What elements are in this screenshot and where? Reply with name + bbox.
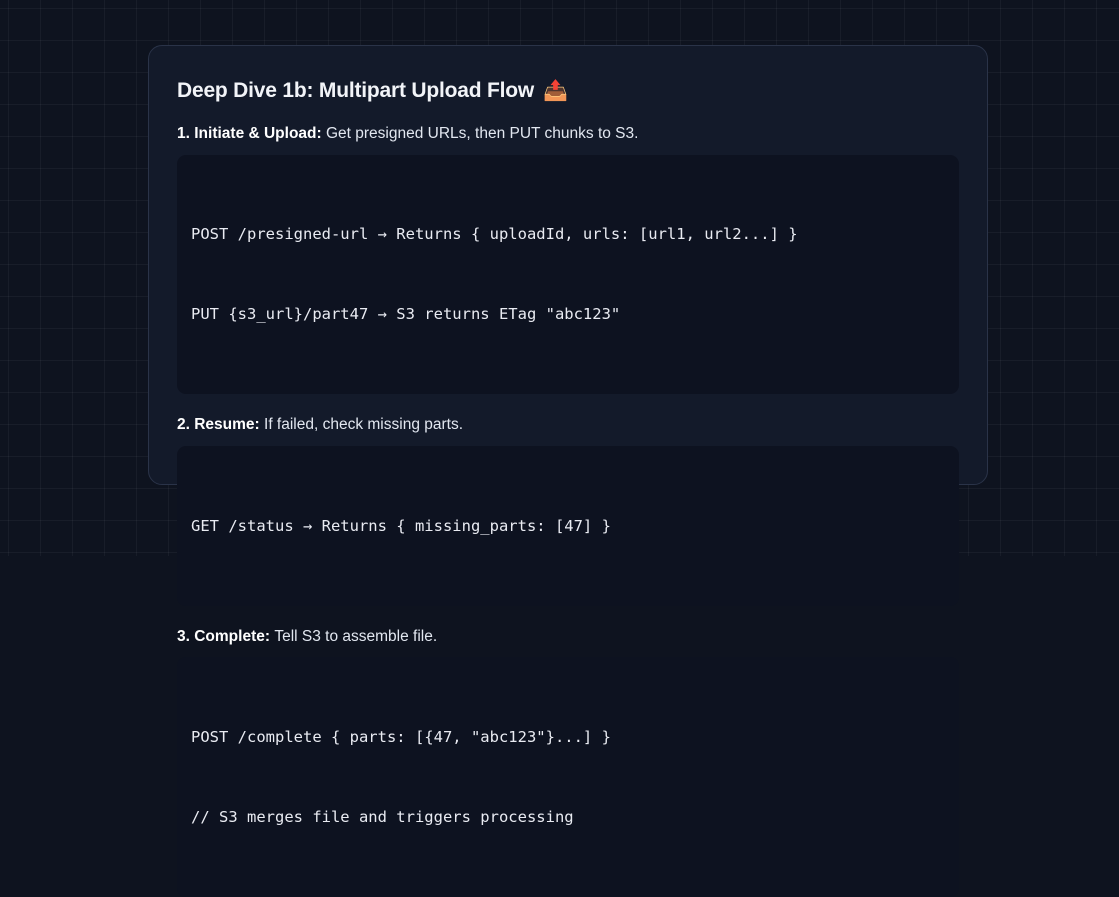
- step-1-heading: 1. Initiate & Upload: Get presigned URLs…: [177, 124, 959, 145]
- step-3-separator: :: [264, 627, 275, 645]
- deep-dive-card: Deep Dive 1b: Multipart Upload Flow 📤 1.…: [148, 45, 988, 897]
- step-2-code-block: GET /status → Returns { missing_parts: […: [177, 446, 959, 606]
- step-1-label: 1. Initiate & Upload: [177, 125, 317, 143]
- step-1-separator: :: [316, 125, 326, 143]
- step-2-heading: 2. Resume: If failed, check missing part…: [177, 415, 959, 436]
- outbox-tray-icon: 📤: [543, 79, 568, 102]
- step-3-heading: 3. Complete: Tell S3 to assemble file.: [177, 627, 959, 648]
- code-line: PUT {s3_url}/part47 → S3 returns ETag "a…: [191, 305, 621, 324]
- step-1-description: Get presigned URLs, then PUT chunks to S…: [325, 125, 639, 143]
- step-2-description: If failed, check missing parts.: [264, 416, 464, 434]
- code-line: POST /presigned-url → Returns { uploadId…: [191, 225, 798, 244]
- code-line: POST /complete { parts: [{47, "abc123"}.…: [191, 727, 611, 746]
- card-title-text: Deep Dive 1b: Multipart Upload Flow: [177, 79, 535, 102]
- card-title: Deep Dive 1b: Multipart Upload Flow 📤: [177, 78, 959, 103]
- step-2-separator: :: [254, 416, 265, 434]
- step-3-label: 3. Complete: [177, 627, 265, 645]
- step-1-code-block: POST /presigned-url → Returns { uploadId…: [177, 155, 959, 395]
- code-line: // S3 merges file and triggers processin…: [191, 807, 574, 826]
- step-3-description: Tell S3 to assemble file.: [274, 627, 438, 645]
- step-3-code-block: POST /complete { parts: [{47, "abc123"}.…: [177, 657, 959, 897]
- code-line: GET /status → Returns { missing_parts: […: [191, 516, 611, 535]
- step-2-label: 2. Resume: [177, 416, 255, 434]
